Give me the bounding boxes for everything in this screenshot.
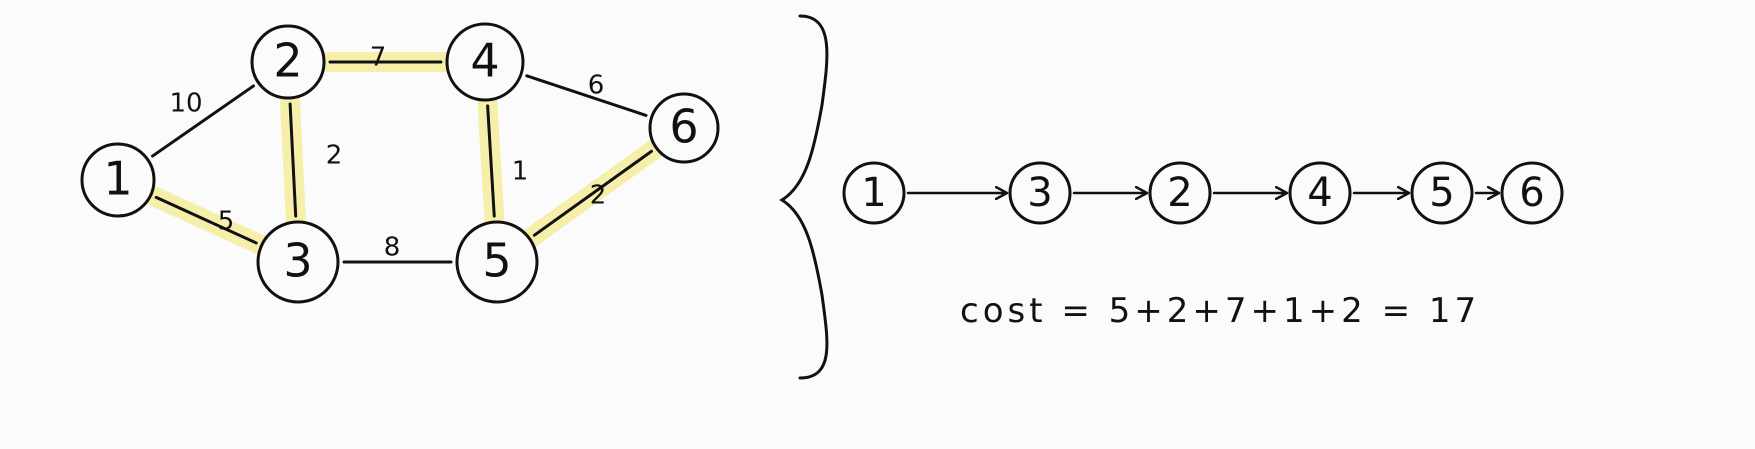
path-node-label: 4 bbox=[1307, 170, 1332, 216]
path-node-circle bbox=[1410, 161, 1474, 225]
node-3: 3 bbox=[256, 220, 340, 304]
edge-weight-5-6: 2 bbox=[590, 181, 607, 211]
cost-equation: cost = 5+2+7+1+2 = 17 bbox=[960, 291, 1480, 331]
edge-4-6 bbox=[525, 74, 648, 117]
path-node-label: 6 bbox=[1519, 170, 1544, 216]
graph-nodes: 1 2 3 4 5 6 bbox=[80, 22, 720, 304]
path-node-label: 3 bbox=[1027, 170, 1052, 216]
path-node-4: 4 bbox=[1288, 161, 1352, 225]
path-node-circle bbox=[1288, 161, 1352, 225]
edge-weight-1-3: 5 bbox=[218, 207, 235, 237]
node-2: 2 bbox=[250, 24, 326, 100]
node-circle bbox=[250, 24, 326, 100]
node-circle bbox=[455, 220, 539, 304]
edge-weights: 10 5 2 7 8 1 6 2 bbox=[169, 43, 606, 263]
node-label: 3 bbox=[283, 234, 312, 288]
path-node-circle bbox=[1008, 161, 1072, 225]
node-5: 5 bbox=[455, 220, 539, 304]
path-node-label: 2 bbox=[1167, 170, 1192, 216]
node-label: 2 bbox=[273, 34, 302, 88]
path-node-label: 5 bbox=[1429, 170, 1454, 216]
node-circle bbox=[256, 220, 340, 304]
edge-4-5 bbox=[486, 104, 496, 218]
path-sequence: 1 3 2 4 5 6 bbox=[842, 161, 1564, 225]
edge-weight-2-4: 7 bbox=[370, 43, 387, 73]
node-4: 4 bbox=[445, 22, 525, 102]
edge-1-2 bbox=[151, 84, 255, 158]
edge-weight-1-2: 10 bbox=[169, 89, 202, 119]
path-node-3: 3 bbox=[1008, 161, 1072, 225]
edge-weight-4-5: 1 bbox=[512, 157, 529, 187]
node-label: 1 bbox=[103, 152, 132, 206]
edge-weight-2-3: 2 bbox=[326, 141, 343, 171]
path-node-1: 1 bbox=[842, 161, 906, 225]
node-label: 4 bbox=[470, 34, 499, 88]
edge-weight-3-5: 8 bbox=[384, 233, 401, 263]
node-1: 1 bbox=[80, 142, 156, 218]
edge-2-3 bbox=[288, 102, 298, 218]
edge-weight-4-6: 6 bbox=[588, 71, 605, 101]
path-node-2: 2 bbox=[1148, 161, 1212, 225]
graph-edges bbox=[151, 60, 653, 264]
path-node-circle bbox=[842, 161, 906, 225]
node-circle bbox=[80, 142, 156, 218]
path-node-circle bbox=[1500, 161, 1564, 225]
edge-1-3 bbox=[154, 195, 258, 245]
edge-5-6 bbox=[532, 149, 653, 237]
path-node-circle bbox=[1148, 161, 1212, 225]
path-node-6: 6 bbox=[1500, 161, 1564, 225]
node-label: 6 bbox=[669, 100, 698, 154]
path-node-label: 1 bbox=[861, 170, 886, 216]
node-circle bbox=[445, 22, 525, 102]
node-6: 6 bbox=[648, 92, 720, 164]
node-circle bbox=[648, 92, 720, 164]
curly-brace bbox=[779, 14, 829, 380]
path-node-5: 5 bbox=[1410, 161, 1474, 225]
node-label: 5 bbox=[482, 234, 511, 288]
